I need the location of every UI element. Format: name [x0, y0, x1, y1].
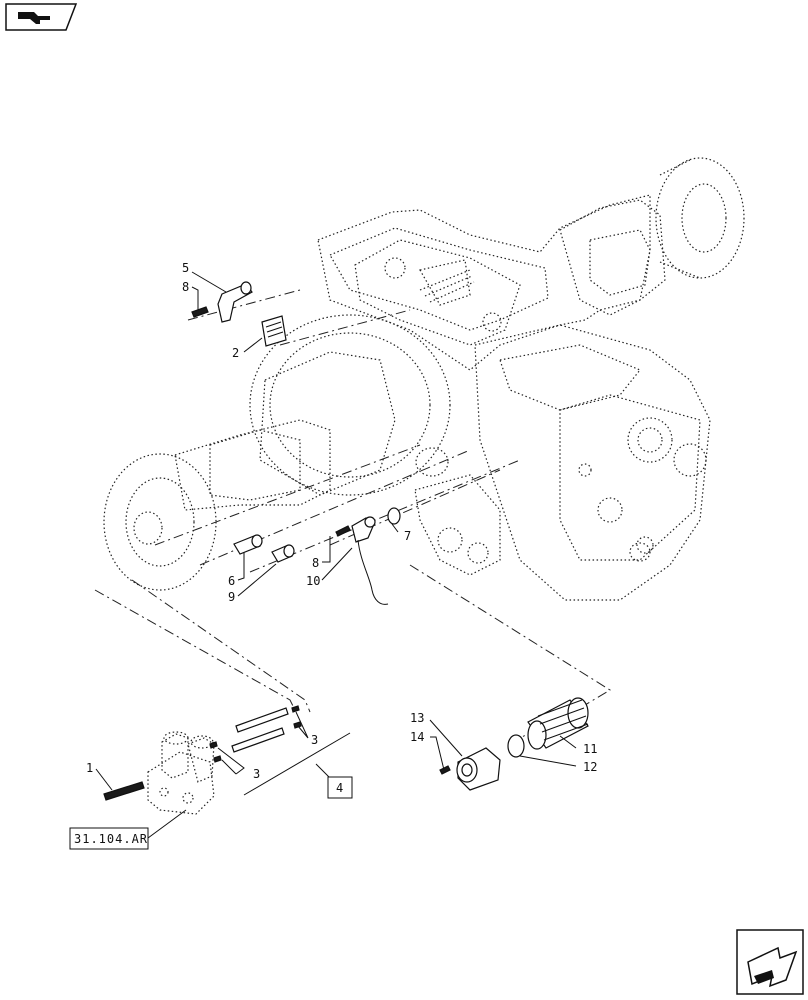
transmission-housing	[103, 157, 745, 601]
callout-14: 14	[410, 730, 424, 744]
callout-3-lower: 3	[253, 767, 260, 781]
callout-13: 13	[410, 711, 424, 725]
filter-assembly	[439, 697, 589, 791]
callout-4-box[interactable]: 4	[327, 776, 353, 799]
callout-3-upper: 3	[311, 733, 318, 747]
part-2-plate	[261, 315, 287, 347]
callout-7: 7	[404, 529, 411, 543]
leader-lines	[95, 271, 577, 796]
part-10-sensor	[351, 516, 389, 605]
callout-12: 12	[583, 760, 597, 774]
alignment-lines	[94, 289, 611, 739]
reference-label: 31.104.AR	[74, 832, 148, 846]
part-8-bolt-lower	[335, 525, 351, 537]
callout-9: 9	[228, 590, 235, 604]
callout-4: 4	[336, 781, 343, 795]
callout-1: 1	[86, 761, 93, 775]
callout-2: 2	[232, 346, 239, 360]
callout-8-upper: 8	[182, 280, 189, 294]
callout-5: 5	[182, 261, 189, 275]
part-9-plug	[271, 544, 295, 563]
book-nav-icon[interactable]	[5, 3, 78, 31]
callout-6: 6	[228, 574, 235, 588]
callout-10: 10	[306, 574, 320, 588]
part-6-plug	[233, 534, 263, 555]
part-3-pins	[209, 705, 302, 763]
callout-11: 11	[583, 742, 597, 756]
callout-labels: 5 8 2 6 9 8 10 7 1 3 3 13 14 11 12	[86, 261, 597, 781]
part-8-bolt-upper	[191, 306, 209, 318]
part-5-fitting	[217, 281, 253, 323]
callout-8-lower: 8	[312, 556, 319, 570]
part-7-ring	[387, 507, 401, 525]
part-1-bolt	[103, 781, 145, 801]
valve-assembly	[147, 731, 215, 815]
reference-link-box[interactable]: 31.104.AR	[69, 809, 187, 850]
next-page-arrow-icon[interactable]	[736, 929, 804, 995]
